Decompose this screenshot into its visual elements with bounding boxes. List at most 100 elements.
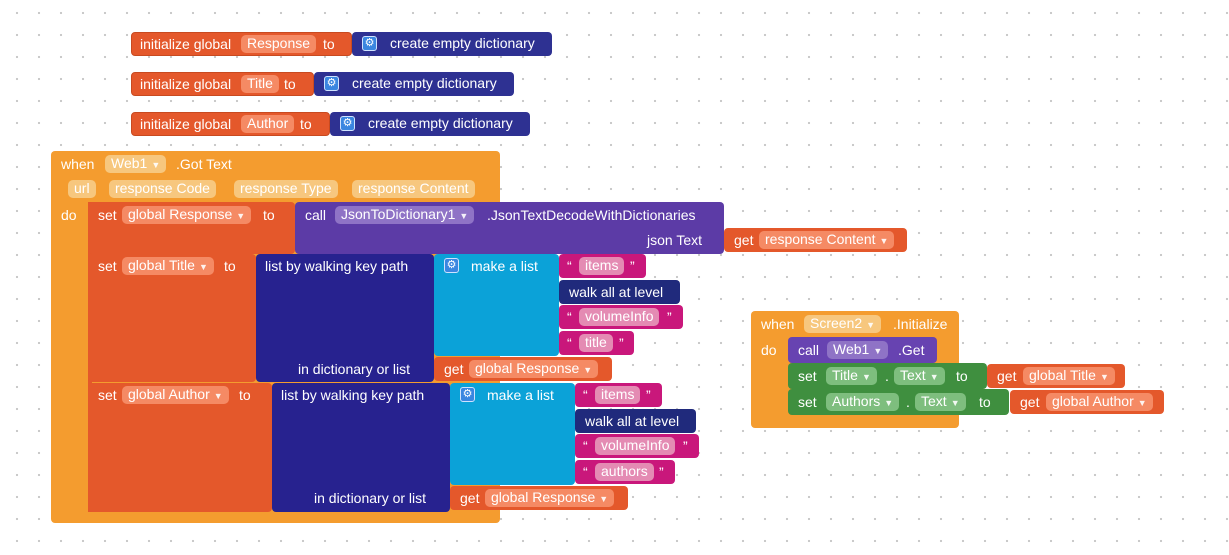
variable-dropdown[interactable]: global Title▼ (122, 257, 214, 275)
quote-close: ” (683, 438, 688, 454)
get-label: get (1020, 394, 1040, 410)
variable-dropdown[interactable]: global Author▼ (1046, 393, 1153, 411)
get-global-title[interactable]: get global Title▼ (987, 364, 1125, 388)
set-global-response[interactable]: set global Response▼ to (88, 202, 295, 254)
text-title[interactable]: “ title ” (559, 331, 634, 355)
gear-icon[interactable]: ⚙ (340, 116, 355, 131)
property-dropdown[interactable]: Text▼ (915, 393, 966, 411)
component-dropdown[interactable]: JsonToDictionary1▼ (335, 206, 475, 224)
param-response-code[interactable]: response Code (109, 180, 216, 198)
call-label: call (305, 207, 327, 223)
text-volumeinfo[interactable]: “ volumeInfo ” (575, 434, 699, 458)
text-value[interactable]: title (579, 334, 613, 352)
variable-dropdown[interactable]: global Response▼ (485, 489, 615, 507)
create-empty-dictionary-block[interactable]: ⚙ create empty dictionary (314, 72, 514, 96)
chevron-down-icon: ▼ (950, 398, 960, 408)
chevron-down-icon: ▼ (884, 398, 894, 408)
make-a-list-block[interactable]: ⚙ make a list (450, 383, 575, 485)
component-dropdown[interactable]: Screen2▼ (804, 315, 882, 333)
walk-all-label: walk all at level (585, 413, 680, 429)
variable-name: response Content (765, 231, 876, 247)
gear-icon[interactable]: ⚙ (444, 258, 459, 273)
call-label: call (798, 342, 820, 358)
gear-icon[interactable]: ⚙ (324, 76, 339, 91)
text-volumeinfo[interactable]: “ volumeInfo ” (559, 305, 683, 329)
walk-all-at-level[interactable]: walk all at level (575, 409, 696, 433)
text-item[interactable]: “ items ” (559, 254, 646, 278)
text-value[interactable]: authors (595, 463, 654, 481)
text-value[interactable]: items (579, 257, 625, 275)
variable-dropdown[interactable]: global Response▼ (122, 206, 252, 224)
get-response-content[interactable]: get response Content▼ (724, 228, 907, 252)
create-empty-dictionary-block[interactable]: ⚙ create empty dictionary (330, 112, 530, 136)
create-empty-dictionary-block[interactable]: ⚙ create empty dictionary (352, 32, 552, 56)
call-web1-get[interactable]: call Web1▼ .Get (788, 337, 937, 363)
global-name-field[interactable]: Title (241, 75, 279, 93)
to-label: to (239, 387, 251, 403)
chevron-down-icon: ▼ (861, 372, 871, 382)
text-authors[interactable]: “ authors ” (575, 460, 675, 484)
component-name: Title (832, 367, 858, 383)
method-name: .Get (898, 342, 925, 358)
init-keyword: initialize global (140, 116, 232, 132)
get-global-response[interactable]: get global Response▼ (450, 486, 628, 510)
call-json-decode-block[interactable]: call JsonToDictionary1▼ .JsonTextDecodeW… (295, 202, 724, 254)
to-label: to (263, 207, 275, 223)
set-label: set (98, 207, 117, 223)
walk-all-at-level[interactable]: walk all at level (559, 280, 680, 304)
component-dropdown[interactable]: Authors▼ (826, 393, 900, 411)
quote-close: ” (630, 258, 635, 274)
to-label: to (284, 76, 296, 92)
text-item[interactable]: “ items ” (575, 383, 662, 407)
chevron-down-icon: ▼ (213, 391, 223, 401)
walk-label: list by walking key path (265, 258, 409, 274)
component-name: JsonToDictionary1 (341, 206, 456, 222)
variable-dropdown[interactable]: global Author▼ (122, 386, 229, 404)
text-value[interactable]: volumeInfo (579, 308, 660, 326)
set-label: set (798, 368, 817, 384)
walk-all-label: walk all at level (569, 284, 664, 300)
param-response-type[interactable]: response Type (234, 180, 338, 198)
gear-icon[interactable]: ⚙ (362, 36, 377, 51)
get-global-response[interactable]: get global Response▼ (434, 357, 612, 381)
get-label: get (734, 232, 754, 248)
chevron-down-icon: ▼ (873, 346, 883, 356)
variable-name: global Response (475, 360, 580, 376)
to-label: to (323, 36, 335, 52)
set-label: set (798, 394, 817, 410)
component-dropdown[interactable]: Title▼ (826, 367, 877, 385)
chevron-down-icon: ▼ (866, 320, 876, 330)
param-response-content[interactable]: response Content (352, 180, 475, 198)
text-value[interactable]: volumeInfo (595, 437, 676, 455)
component-dropdown[interactable]: Web1▼ (105, 155, 167, 173)
set-global-author[interactable]: set global Author▼ to (88, 383, 272, 512)
chevron-down-icon: ▼ (1099, 372, 1109, 382)
to-label: to (300, 116, 312, 132)
make-a-list-block[interactable]: ⚙ make a list (434, 254, 559, 356)
set-global-title[interactable]: set global Title▼ to (88, 254, 256, 382)
component-dropdown[interactable]: Web1▼ (827, 341, 889, 359)
in-dict-label: in dictionary or list (298, 361, 411, 377)
quote-close: ” (619, 335, 624, 351)
make-list-label: make a list (487, 387, 554, 403)
global-name-field[interactable]: Author (241, 115, 295, 133)
text-value[interactable]: items (595, 386, 641, 404)
init-global-title[interactable]: initialize global Title to (131, 72, 314, 96)
param-url[interactable]: url (68, 180, 96, 198)
walk-key-path-block[interactable]: list by walking key path in dictionary o… (272, 383, 450, 512)
set-authors-text[interactable]: set Authors▼ . Text▼ to (788, 389, 1009, 415)
variable-dropdown[interactable]: global Response▼ (469, 360, 599, 378)
variable-dropdown[interactable]: response Content▼ (759, 231, 895, 249)
init-global-response[interactable]: initialize global Response to (131, 32, 352, 56)
walk-key-path-block[interactable]: list by walking key path in dictionary o… (256, 254, 434, 382)
get-label: get (444, 361, 464, 377)
chevron-down-icon: ▼ (459, 211, 469, 221)
global-name-field[interactable]: Response (241, 35, 317, 53)
set-title-text[interactable]: set Title▼ . Text▼ to (788, 363, 987, 389)
get-global-author[interactable]: get global Author▼ (1010, 390, 1164, 414)
init-global-author[interactable]: initialize global Author to (131, 112, 330, 136)
variable-dropdown[interactable]: global Title▼ (1023, 367, 1115, 385)
gear-icon[interactable]: ⚙ (460, 387, 475, 402)
property-dropdown[interactable]: Text▼ (894, 367, 945, 385)
quote-open: “ (583, 387, 588, 403)
